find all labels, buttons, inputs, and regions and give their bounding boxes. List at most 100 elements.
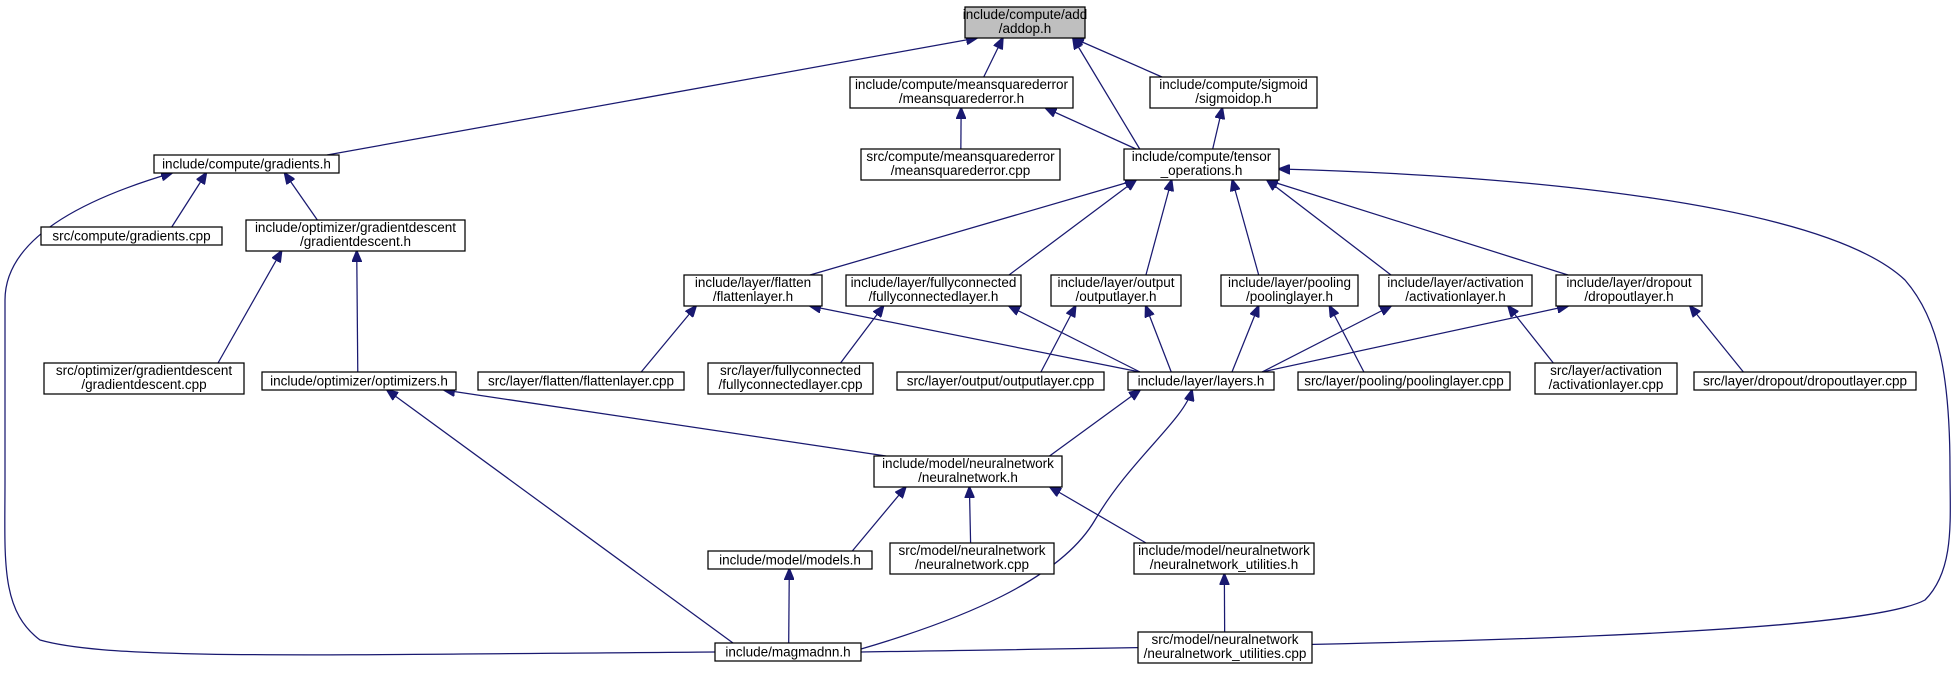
node-nn-h[interactable]: include/model/neuralnetwork/neuralnetwor… <box>873 455 1063 488</box>
edge-arrow <box>357 251 358 373</box>
edge-activation_cpp-to-activation_h <box>1508 306 1554 364</box>
edge-layers_h-to-dropout_h <box>1261 306 1568 373</box>
node-magmadnn-h[interactable]: include/magmadnn.h <box>714 642 862 662</box>
node-gradients-cpp[interactable]: src/compute/gradients.cpp <box>40 226 223 246</box>
node-box <box>896 371 1105 391</box>
node-gd-cpp[interactable]: src/optimizer/gradientdescent/gradientde… <box>43 362 245 395</box>
node-label-line: include/magmadnn.h <box>725 645 850 660</box>
node-models-h[interactable]: include/model/models.h <box>707 550 873 570</box>
node-output-h[interactable]: include/layer/output/outputlayer.h <box>1050 274 1182 307</box>
node-activation-h[interactable]: include/layer/activation/activationlayer… <box>1378 274 1533 307</box>
edge-magmadnn_h-to-optimizers_h <box>387 390 734 644</box>
node-activation-cpp[interactable]: src/layer/activation/activationlayer.cpp <box>1534 362 1678 395</box>
node-mse-h[interactable]: include/compute/meansquarederror/meansqu… <box>849 76 1074 109</box>
edge-arrow <box>285 173 318 221</box>
node-label-line: src/model/neuralnetwork <box>1151 632 1298 647</box>
node-label-line: /flattenlayer.h <box>713 289 793 304</box>
edge-layers_h-to-activation_h <box>1261 306 1391 373</box>
node-label-line: src/layer/activation <box>1550 363 1662 378</box>
edge-gd_cpp-to-gd_h <box>217 251 281 364</box>
node-gd-h[interactable]: include/optimizer/gradientdescent/gradie… <box>245 219 466 252</box>
edge-layers_h-to-pooling_h <box>1231 306 1259 373</box>
node-box <box>964 6 1086 39</box>
node-mse-cpp[interactable]: src/compute/meansquarederror/meansquared… <box>860 148 1061 181</box>
node-box <box>1137 631 1313 664</box>
edge-arrow <box>840 306 884 364</box>
node-fc-h[interactable]: include/layer/fullyconnected/fullyconnec… <box>845 274 1022 307</box>
node-label-line: /poolinglayer.h <box>1246 289 1333 304</box>
edge-pooling_h-to-tensor_h <box>1232 180 1260 276</box>
node-box <box>153 154 340 174</box>
node-gradients-h[interactable]: include/compute/gradients.h <box>153 154 340 174</box>
node-box <box>245 219 466 252</box>
edge-mse_h-to-addop <box>983 38 1003 78</box>
node-label-line: src/layer/pooling/poolinglayer.cpp <box>1304 374 1504 389</box>
node-label-line: src/optimizer/gradientdescent <box>56 363 233 378</box>
node-label-line: /neuralnetwork_utilities.h <box>1150 557 1299 572</box>
edge-models_h-to-nn_h <box>851 487 905 552</box>
edge-arrow <box>1145 180 1172 276</box>
node-label-line: include/compute/meansquarederror <box>855 77 1069 92</box>
edge-gradients_h-to-addop <box>326 38 977 156</box>
node-addop[interactable]: include/compute/add/addop.h <box>963 6 1088 39</box>
edge-arrow <box>1267 180 1569 276</box>
node-sigmoid-h[interactable]: include/compute/sigmoid/sigmoidop.h <box>1149 76 1318 109</box>
edge-arrow <box>1049 390 1140 457</box>
node-label-line: include/optimizer/optimizers.h <box>270 374 448 389</box>
node-box <box>714 642 862 662</box>
node-label-line: /dropoutlayer.h <box>1584 289 1673 304</box>
node-box <box>477 371 685 391</box>
node-box <box>889 542 1055 575</box>
node-label-line: src/compute/gradients.cpp <box>52 229 210 244</box>
node-label-line: _operations.h <box>1160 163 1243 178</box>
edge-arrow <box>860 169 1951 653</box>
node-layers-h[interactable]: include/layer/layers.h <box>1127 371 1275 391</box>
edge-arrow <box>1146 306 1172 373</box>
edge-arrow <box>810 306 1141 373</box>
edge-gradients_cpp-to-gradients_h <box>171 173 207 228</box>
node-label-line: /meansquarederror.h <box>899 91 1024 106</box>
node-box <box>707 362 874 395</box>
node-dropout-cpp[interactable]: src/layer/dropout/dropoutlayer.cpp <box>1693 371 1917 391</box>
node-label-line: /fullyconnectedlayer.h <box>869 289 999 304</box>
edge-tensor_h-to-sigmoid_h <box>1212 108 1223 150</box>
edge-arrow <box>1046 108 1137 150</box>
node-box <box>845 274 1022 307</box>
edge-pooling_cpp-to-pooling_h <box>1330 306 1365 373</box>
node-optimizers-h[interactable]: include/optimizer/optimizers.h <box>261 371 457 391</box>
node-nn-cpp[interactable]: src/model/neuralnetwork/neuralnetwork.cp… <box>889 542 1055 575</box>
edge-flatten_h-to-tensor_h <box>809 180 1136 276</box>
node-fc-cpp[interactable]: src/layer/fullyconnected/fullyconnectedl… <box>707 362 874 395</box>
node-nnutil-cpp[interactable]: src/model/neuralnetwork/neuralnetwork_ut… <box>1137 631 1313 664</box>
edge-arrow <box>983 38 1003 78</box>
node-label-line: include/layer/layers.h <box>1138 374 1265 389</box>
node-label-line: include/layer/dropout <box>1566 275 1692 290</box>
node-nnutil-h[interactable]: include/model/neuralnetwork/neuralnetwor… <box>1133 542 1315 575</box>
node-label-line: /activationlayer.cpp <box>1549 377 1664 392</box>
edge-layers_h-to-fc_h <box>1009 306 1141 373</box>
node-label-line: /addop.h <box>999 21 1052 36</box>
edge-magmadnn_h-to-models_h <box>789 569 790 644</box>
node-tensor-h[interactable]: include/compute/tensor_operations.h <box>1123 148 1280 181</box>
edge-tensor_h-to-addop <box>1073 38 1141 150</box>
edge-arrow <box>1009 306 1141 373</box>
node-pooling-cpp[interactable]: src/layer/pooling/poolinglayer.cpp <box>1297 371 1511 391</box>
edge-flatten_cpp-to-flatten_h <box>640 306 696 373</box>
node-label-line: include/layer/flatten <box>695 275 811 290</box>
edge-magmadnn_h-to-gradients_h <box>4 173 716 656</box>
node-box <box>873 455 1063 488</box>
node-dropout-h[interactable]: include/layer/dropout/dropoutlayer.h <box>1555 274 1703 307</box>
graph-edges <box>4 38 1951 656</box>
edge-nn_h-to-layers_h <box>1049 390 1140 457</box>
node-box <box>1693 371 1917 391</box>
node-label-line: /neuralnetwork.cpp <box>915 557 1029 572</box>
node-pooling-h[interactable]: include/layer/pooling/poolinglayer.h <box>1220 274 1359 307</box>
node-flatten-cpp[interactable]: src/layer/flatten/flattenlayer.cpp <box>477 371 685 391</box>
node-label-line: include/compute/sigmoid <box>1159 77 1308 92</box>
node-label-line: include/compute/tensor <box>1132 149 1272 164</box>
node-label-line: src/layer/dropout/dropoutlayer.cpp <box>1703 374 1907 389</box>
node-output-cpp[interactable]: src/layer/output/outputlayer.cpp <box>896 371 1105 391</box>
edge-arrow <box>1040 306 1076 373</box>
node-flatten-h[interactable]: include/layer/flatten/flattenlayer.h <box>683 274 823 307</box>
node-label-line: /sigmoidop.h <box>1195 91 1272 106</box>
